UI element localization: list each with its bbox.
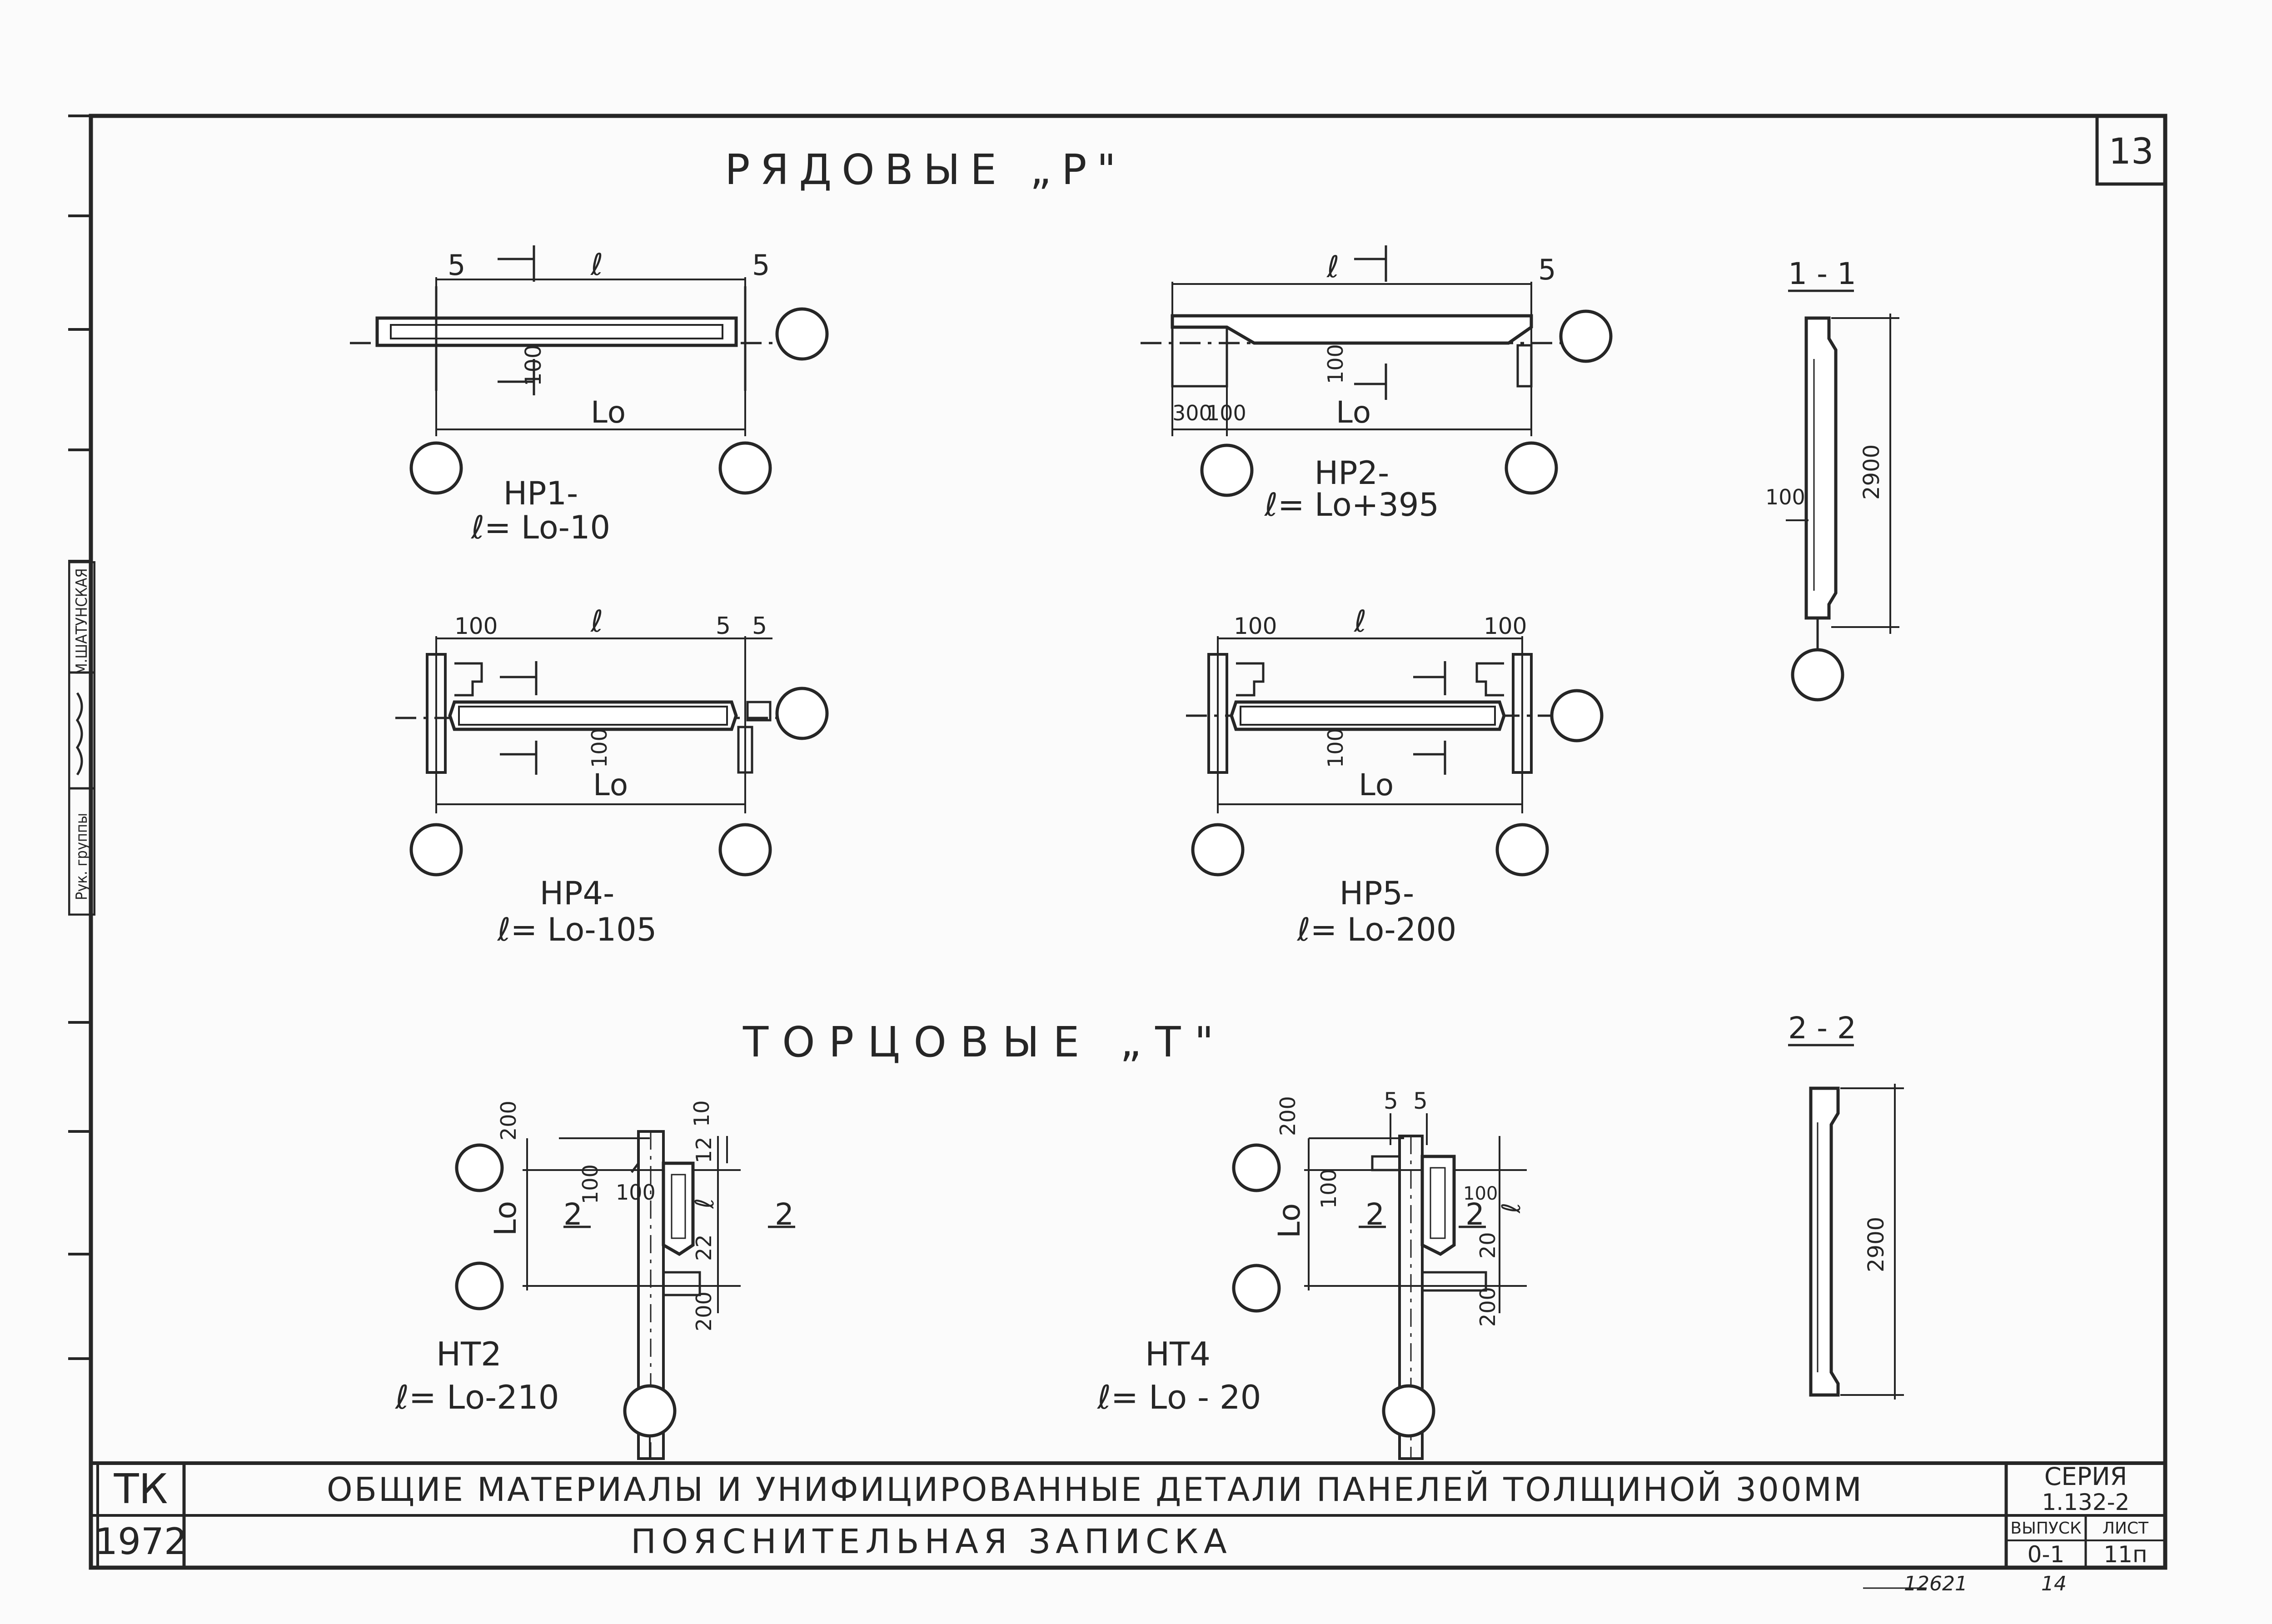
sheet-value: 11п — [2103, 1541, 2147, 1568]
hp5-dim-l: ℓ — [1354, 604, 1366, 639]
ht4-dim-200-bottom: 200 — [1475, 1287, 1500, 1327]
margin-stamp: М.ШАТУНСКАЯ Рук. группы — [68, 561, 95, 916]
hp2-dim-100-v: 100 — [1323, 344, 1348, 384]
issue-value: 0-1 — [2027, 1541, 2065, 1568]
section-1-1 — [1786, 289, 1899, 702]
sheet-number: 13 — [2108, 131, 2153, 172]
hp2-mark: НР2- — [1315, 454, 1390, 492]
margin-stamp-role: Рук. группы — [73, 812, 91, 901]
section-2-2-dim-2900: 2900 — [1863, 1217, 1889, 1272]
issue-label: ВЫПУСК — [2010, 1519, 2082, 1538]
hp2-dim-l: ℓ — [1326, 249, 1339, 284]
ht4-dim-100-v: 100 — [1316, 1169, 1341, 1209]
section-heading-ordinary: РЯДОВЫЕ „Р" — [725, 145, 1126, 194]
hp4-mark: НР4- — [540, 875, 615, 912]
ht2-dim-12: 12 — [692, 1136, 716, 1163]
section-1-1-dim-100: 100 — [1765, 485, 1805, 509]
hp5-dim-100-left: 100 — [1234, 613, 1277, 639]
ht2-dim-200-top: 200 — [496, 1101, 521, 1141]
hp1-dim-5-right: 5 — [752, 249, 770, 282]
signature — [75, 692, 83, 776]
footer-number-right: 14 — [2041, 1572, 2067, 1595]
hp1-mark: НР1- — [503, 475, 578, 512]
hp4-dim-lo: Lо — [593, 767, 628, 802]
detail-hp4 — [395, 636, 829, 877]
series-label: СЕРИЯ — [2044, 1462, 2128, 1491]
ht4-dim-l: ℓ — [1497, 1203, 1526, 1214]
hp2-dim-300: 300 — [1172, 401, 1212, 425]
title-block-frame — [91, 1461, 2165, 1568]
hp5-dim-100-v: 100 — [1323, 728, 1348, 768]
ht2-dim-100-v: 100 — [578, 1164, 603, 1204]
hp4-dim-l: ℓ — [590, 604, 603, 639]
hp1-dim-100: 100 — [521, 344, 546, 386]
ht2-dim-22: 22 — [692, 1234, 716, 1261]
ht4-formula: ℓ= Lо - 20 — [1096, 1378, 1261, 1416]
ht4-dim-5-a: 5 — [1384, 1088, 1398, 1114]
ht4-dim-200-top: 200 — [1276, 1096, 1300, 1136]
title-block-org: ТК — [114, 1465, 168, 1513]
title-block-title: ОБЩИЕ МАТЕРИАЛЫ И УНИФИЦИРОВАННЫЕ ДЕТАЛИ… — [326, 1470, 1864, 1509]
sheet-label: ЛИСТ — [2102, 1519, 2149, 1538]
section-heading-end: ТОРЦОВЫЕ „Т" — [742, 1018, 1227, 1066]
ht2-dim-100-h: 100 — [616, 1180, 656, 1205]
hp4-formula: ℓ= Lо-105 — [497, 911, 657, 948]
hp5-dim-100-right: 100 — [1484, 613, 1527, 639]
ht4-mark: НТ4 — [1145, 1335, 1211, 1373]
section-1-1-label: 1 - 1 — [1788, 256, 1856, 291]
ht2-cut-2-left: 2 — [563, 1197, 583, 1232]
detail-hp5 — [1186, 636, 1604, 877]
hp2-formula: ℓ= Lо+395 — [1264, 486, 1439, 523]
ht4-dim-100-h: 100 — [1463, 1183, 1498, 1204]
section-1-1-dim-2900: 2900 — [1859, 444, 1884, 500]
ht4-cut-2-left: 2 — [1365, 1197, 1385, 1232]
ht4-dim-20: 20 — [1475, 1232, 1500, 1259]
title-block-year: 1972 — [95, 1520, 187, 1563]
hp5-dim-lo: Lо — [1359, 767, 1394, 802]
detail-hp2 — [1141, 245, 1613, 497]
hp1-dim-5-left: 5 — [448, 249, 465, 282]
section-2-2 — [1788, 1044, 1904, 1400]
ht2-dim-l: ℓ — [690, 1198, 720, 1209]
ht4-dim-lo: Lо — [1272, 1203, 1307, 1238]
hp5-formula: ℓ= Lо-200 — [1297, 911, 1457, 948]
hp1-dim-l: ℓ — [590, 247, 603, 282]
hp4-dim-5-a: 5 — [716, 613, 731, 640]
title-block-subtitle: ПОЯСНИТЕЛЬНАЯ ЗАПИСКА — [631, 1522, 1232, 1561]
hp4-dim-100: 100 — [454, 613, 498, 639]
hp1-dim-lo: Lо — [591, 395, 626, 430]
ht2-dim-200-bottom: 200 — [692, 1291, 716, 1331]
ht2-cut-2-right: 2 — [775, 1197, 794, 1232]
hp2-dim-lo: Lо — [1336, 395, 1371, 430]
ht2-dim-10: 10 — [689, 1100, 714, 1127]
footer-number-left: 12621 — [1904, 1572, 1968, 1595]
hp5-mark: НР5- — [1340, 875, 1415, 912]
ht4-dim-5-b: 5 — [1413, 1088, 1428, 1114]
ht2-mark: НТ2 — [436, 1335, 502, 1373]
margin-stamp-name: М.ШАТУНСКАЯ — [73, 568, 91, 675]
section-2-2-label: 2 - 2 — [1788, 1011, 1856, 1046]
detail-hp1 — [350, 245, 829, 495]
detail-ht2 — [455, 1130, 795, 1460]
hp1-formula: ℓ= Lо-10 — [471, 509, 610, 546]
ht4-cut-2-right: 2 — [1465, 1197, 1485, 1232]
hp2-dim-100-h: 100 — [1206, 401, 1246, 425]
series-value: 1.132-2 — [2042, 1489, 2130, 1515]
hp2-dim-5: 5 — [1538, 253, 1556, 286]
detail-ht4 — [1232, 1113, 1527, 1460]
ht2-formula: ℓ= Lо-210 — [394, 1378, 559, 1416]
hp4-dim-100-v: 100 — [587, 728, 612, 768]
hp4-dim-5-b: 5 — [752, 613, 767, 640]
ht2-dim-lo: Lо — [488, 1201, 523, 1236]
